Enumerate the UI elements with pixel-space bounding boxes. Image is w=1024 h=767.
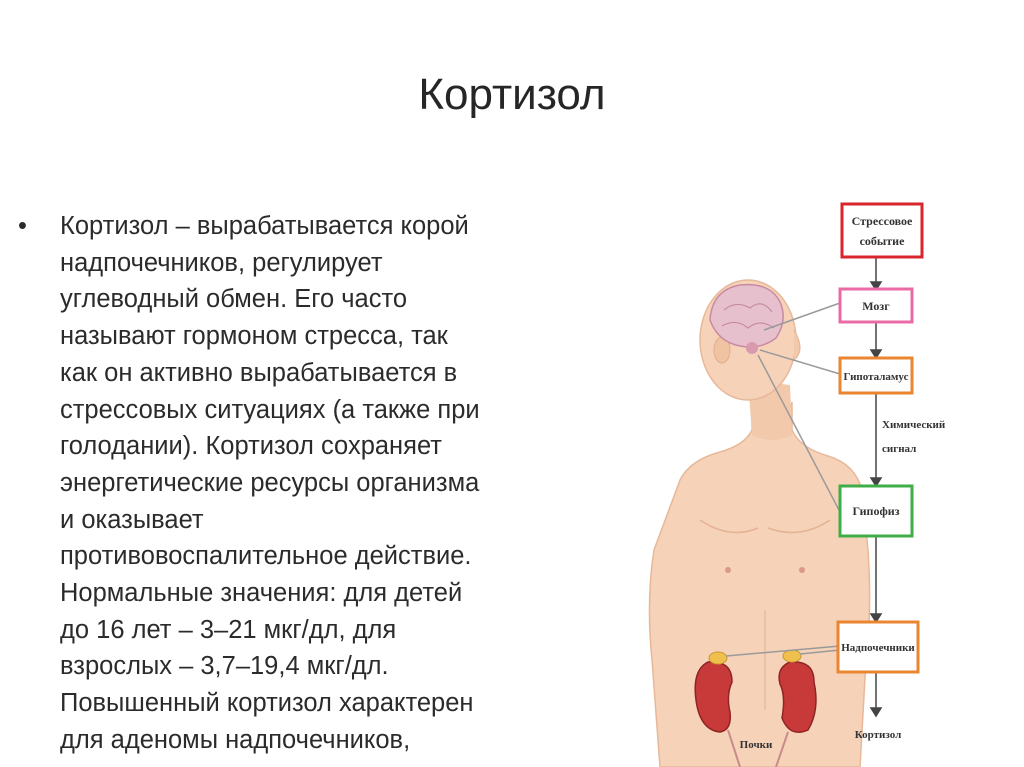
body-line: Кортизол – вырабатывается корой <box>60 212 469 240</box>
flow-arrows <box>869 258 883 718</box>
chemical-signal-label-1: Химический <box>882 419 946 431</box>
body-line: для аденомы надпочечников, <box>60 725 411 754</box>
body-line: энергетические ресурсы организма <box>60 468 480 497</box>
kidneys-label: Почки <box>740 739 773 751</box>
hypothalamus-box <box>838 356 914 395</box>
body-line: до 16 лет – 3–21 мкг/дл, для <box>60 615 397 644</box>
stress-event-label-1: Стрессовое <box>852 214 913 228</box>
stress-event-box <box>840 202 924 259</box>
hpa-diagram-svg: Стрессовое событие Мозг Гипоталамус Хими… <box>648 202 946 767</box>
pituitary-box <box>838 484 914 538</box>
stress-event-label-2: событие <box>860 234 906 248</box>
body-line: и оказывает <box>60 505 204 534</box>
body-line: стрессовых ситуациях (а также при <box>60 395 480 424</box>
body-line: голодании). Кортизол сохраняет <box>60 432 442 461</box>
brain-label: Мозг <box>862 299 890 313</box>
adrenal-label: Надпочечники <box>841 642 915 654</box>
body-paragraph: Кортизол – вырабатывается корой надпочеч… <box>60 208 540 767</box>
bullet-marker: • <box>18 212 27 240</box>
human-body-figure <box>648 279 871 767</box>
body-text-block: • Кортизол – вырабатывается корой надпоч… <box>18 208 548 767</box>
kidneys-icon <box>694 649 817 767</box>
body-line: называют гормоном стресса, так <box>60 322 448 351</box>
adrenal-box <box>836 620 920 674</box>
body-line: противовоспалительное действие. <box>60 542 472 571</box>
body-line: углеводный обмен. Его часто <box>60 285 408 314</box>
body-line: поликистоза яичников, сахарного <box>60 759 540 767</box>
body-line: Повышенный кортизол характерен <box>60 689 474 718</box>
brain-shape <box>709 283 784 348</box>
hypothalamus-label: Гипоталамус <box>844 371 909 383</box>
slide-title: Кортизол <box>418 70 606 119</box>
body-line: надпочечников, регулирует <box>60 248 383 277</box>
chemical-signal-label-2: сигнал <box>882 443 916 455</box>
body-line: Нормальные значения: для детей <box>60 579 463 608</box>
cortisol-output-label: Кортизол <box>855 729 902 741</box>
body-line: как он активно вырабатывается в <box>60 358 458 387</box>
hpa-axis-illustration: Стрессовое событие Мозг Гипоталамус Хими… <box>640 190 1024 767</box>
pituitary-label: Гипофиз <box>852 504 899 518</box>
brain-box <box>838 287 914 324</box>
body-line: взрослых – 3,7–19,4 мкг/дл. <box>60 652 389 681</box>
